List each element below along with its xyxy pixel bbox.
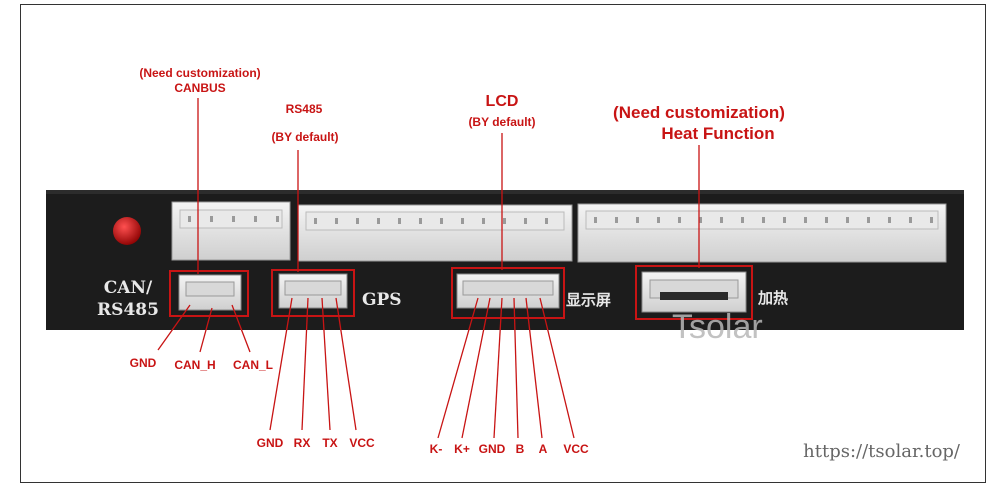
lcd-pin-b: B (516, 442, 525, 456)
header-pin (210, 216, 213, 222)
header-pin (636, 217, 639, 223)
header-pin (440, 218, 443, 224)
header-pin (720, 217, 723, 223)
lcd-connector (456, 273, 560, 309)
image-frame (20, 4, 986, 483)
header-pin (678, 217, 681, 223)
header-pin (335, 218, 338, 224)
header-pin (254, 216, 257, 222)
red-led-icon (113, 217, 141, 245)
header-pin (783, 217, 786, 223)
lcd-kminus-lead (437, 297, 479, 439)
canbus-title: CANBUS (174, 81, 225, 95)
header-pin (398, 218, 401, 224)
rs485-title: RS485 (286, 102, 323, 116)
heat-title: Heat Function (661, 124, 774, 143)
lcd-default-note: (BY default) (468, 115, 535, 129)
lcd-pin-kplus: K+ (454, 442, 470, 456)
rs485-default-note: (BY default) (271, 130, 338, 144)
lcd-pin-kminus: K- (430, 442, 443, 456)
lcd-a-lead (525, 297, 543, 439)
can-pin-canh: CAN_H (174, 358, 215, 372)
header-pin (461, 218, 464, 224)
pcb-edge (46, 190, 964, 194)
can-pin-gnd: GND (130, 356, 157, 370)
silk-display-label: 显示屏 (566, 291, 611, 309)
lcd-pin-a: A (539, 442, 548, 456)
lcd-b-lead (513, 297, 519, 439)
can-pin-canl: CAN_L (233, 358, 273, 372)
heat-note: (Need customization) (613, 103, 785, 122)
can-connector (178, 274, 242, 311)
rs485-pin-gnd: GND (257, 436, 284, 450)
header-pin (232, 216, 235, 222)
can-canh-lead (199, 307, 213, 353)
header-pin (825, 217, 828, 223)
rs485-tx-lead (321, 297, 331, 431)
silk-can-label: CAN/ (104, 278, 153, 298)
silk-gps-label: GPS (362, 290, 402, 310)
lcd-pin-vcc: VCC (563, 442, 589, 456)
header-pin (377, 218, 380, 224)
rs485-pin-tx: TX (322, 436, 337, 450)
heat-connector (641, 271, 747, 313)
can-canl-lead (231, 304, 251, 353)
lcd-highlight-box (451, 267, 565, 319)
top-header-middle (297, 204, 573, 262)
rs485-rx-lead (301, 297, 309, 431)
header-pin (762, 217, 765, 223)
header-pin (419, 218, 422, 224)
silk-heat-label: 加热 (757, 289, 788, 307)
header-pin (930, 217, 933, 223)
header-pin (888, 217, 891, 223)
header-pin (594, 217, 597, 223)
header-pin (314, 218, 317, 224)
header-pin (909, 217, 912, 223)
header-pin (699, 217, 702, 223)
top-header-small (171, 201, 291, 261)
header-pin (846, 217, 849, 223)
header-pin (503, 218, 506, 224)
header-pin (356, 218, 359, 224)
can-highlight-box (169, 270, 249, 317)
header-pin (276, 216, 279, 222)
rs485-vcc-lead (335, 297, 357, 431)
header-pin (867, 217, 870, 223)
header-pin (545, 218, 548, 224)
header-pin (188, 216, 191, 222)
can-gnd-lead (157, 304, 191, 351)
source-url: https://tsolar.top/ (803, 441, 961, 462)
lcd-vcc-lead (539, 297, 575, 439)
rs485-pin-rx: RX (294, 436, 311, 450)
top-header-large (577, 203, 947, 263)
rs485-gnd-lead (269, 297, 293, 431)
tsolar-watermark: Tsolar (672, 308, 763, 346)
header-pin (657, 217, 660, 223)
header-pin (804, 217, 807, 223)
canbus-note: (Need customization) (139, 66, 260, 80)
lcd-pin-gnd: GND (479, 442, 506, 456)
lcd-gnd-lead (493, 297, 503, 439)
rs485-pin-vcc: VCC (349, 436, 375, 450)
header-pin (615, 217, 618, 223)
header-pin (524, 218, 527, 224)
rs485-connector (278, 273, 348, 309)
header-pin (741, 217, 744, 223)
heat-highlight-box (635, 265, 753, 320)
rs485-highlight-box (271, 269, 355, 317)
lcd-kplus-lead (461, 297, 491, 439)
silk-rs485-label: RS485 (97, 300, 159, 320)
header-pin (482, 218, 485, 224)
lcd-title: LCD (486, 93, 519, 110)
